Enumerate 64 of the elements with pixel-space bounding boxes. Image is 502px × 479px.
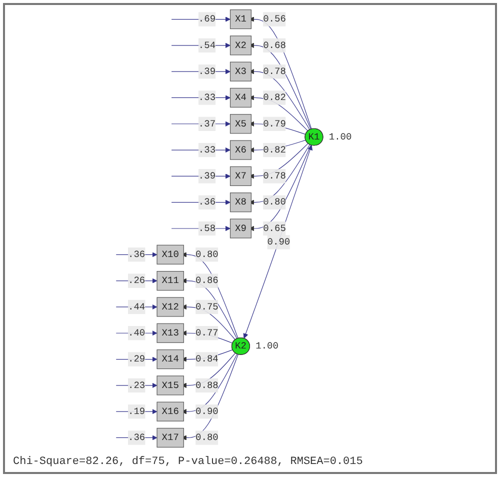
arrow	[243, 145, 313, 338]
arrow	[171, 95, 230, 100]
node-box: X9	[230, 218, 252, 238]
node-box: X13	[156, 323, 184, 343]
arrow	[171, 147, 230, 153]
arrow	[171, 226, 230, 232]
arrow	[171, 200, 230, 205]
edge-label: 0.79	[263, 118, 286, 130]
edge-label: .36	[198, 196, 216, 208]
edge-label: .39	[198, 66, 216, 77]
node-box: X7	[230, 166, 252, 186]
edge-label: .69	[198, 14, 216, 25]
edge-label: 0.77	[196, 328, 218, 338]
edge-label: 0.84	[196, 354, 218, 365]
node-box: X3	[230, 62, 252, 82]
node-box: X12	[156, 297, 184, 317]
edge-label: .37	[198, 118, 216, 130]
node-label: 1.00	[328, 132, 352, 142]
node-box: X10	[156, 244, 184, 264]
node-box: X2	[230, 36, 252, 56]
edge-label: 0.75	[196, 302, 218, 312]
edge-label: .40	[128, 328, 146, 338]
edge-label: 0.90	[267, 236, 290, 248]
edge-label: 0.78	[263, 66, 286, 77]
node-box: X8	[230, 192, 252, 212]
edge-label: 0.78	[263, 170, 286, 182]
node-box: X4	[230, 88, 252, 108]
edge-label: .33	[198, 144, 216, 156]
edge-label: 0.90	[196, 406, 218, 417]
node-box: X15	[156, 376, 184, 396]
fit-statistics-caption: Chi-Square=82.26, df=75, P-value=0.26488, RMSEA=0.015	[12, 455, 364, 470]
arrow	[171, 68, 230, 74]
edge-label: 0.82	[263, 92, 286, 104]
edge-label: 0.80	[196, 432, 218, 444]
node-label: 1.00	[256, 340, 278, 352]
arrow	[171, 174, 230, 179]
edge-label: .39	[198, 170, 216, 182]
node-box: X14	[156, 349, 184, 370]
arrow	[171, 121, 230, 126]
node-box: X17	[156, 428, 184, 448]
node-box: X6	[230, 140, 252, 160]
node-box: X11	[156, 271, 184, 291]
edge-label: 0.65	[263, 223, 286, 234]
edge-label: .36	[128, 432, 146, 444]
edge-label: .54	[198, 40, 216, 51]
edge-label: .29	[128, 354, 146, 365]
edge-label: .26	[128, 275, 146, 286]
node-box: X5	[230, 114, 252, 134]
edge-label: .19	[128, 406, 146, 417]
node-box: X16	[156, 402, 184, 422]
edge-label: 0.68	[263, 40, 286, 51]
edge-label: .33	[198, 92, 216, 104]
edge-label: .36	[128, 249, 146, 260]
edge-label: .23	[128, 380, 146, 391]
edge-label: 0.82	[263, 144, 286, 156]
edge-label: 0.56	[263, 14, 286, 25]
edge-label: 0.80	[263, 196, 286, 208]
edge-label: 0.80	[196, 249, 218, 260]
edge-label: .58	[198, 223, 216, 234]
arrow	[171, 42, 230, 48]
node-box: X1	[230, 9, 252, 30]
edge-label: 0.86	[196, 275, 218, 286]
edge-label: 0.88	[196, 380, 218, 391]
edge-label: .44	[128, 302, 146, 312]
